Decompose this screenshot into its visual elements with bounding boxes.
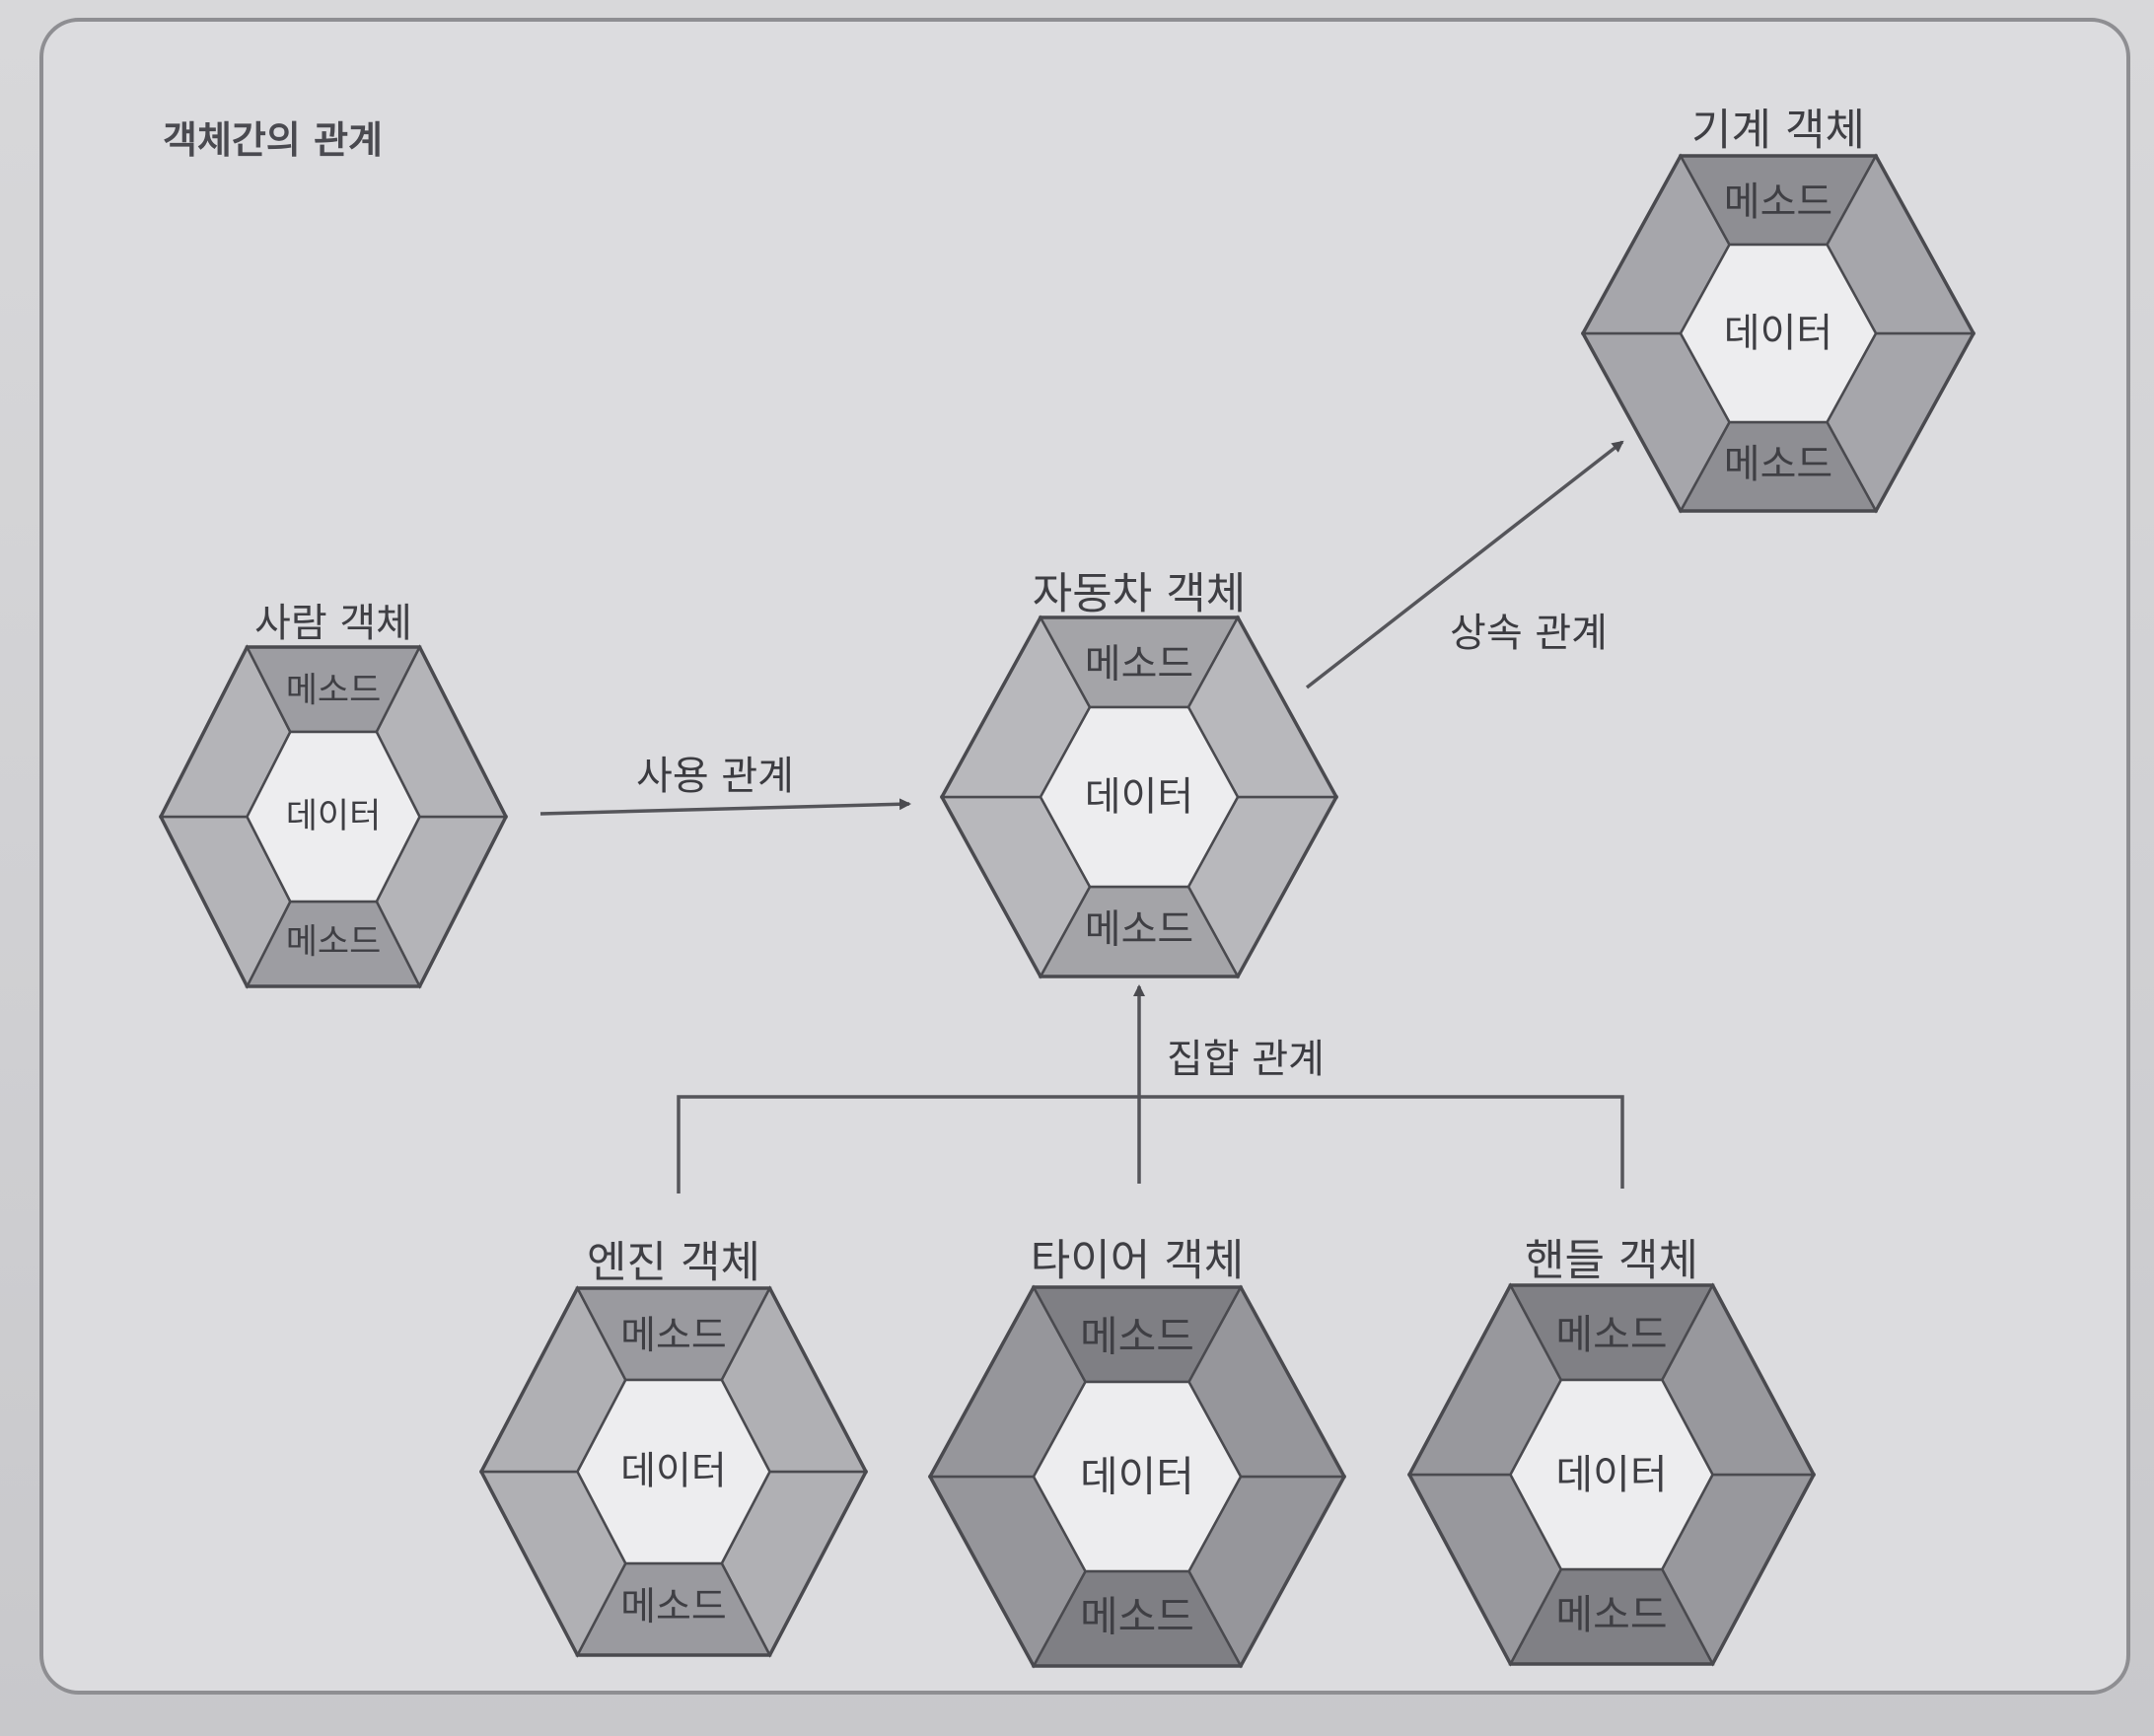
car-bottom-method-label: 메소드 <box>1085 907 1193 953</box>
handle-bottom-method-label: 메소드 <box>1555 1591 1667 1638</box>
machine-top-method-label: 메소드 <box>1724 180 1832 225</box>
car-top-method-label: 메소드 <box>1085 641 1193 687</box>
engine-outline <box>479 1286 868 1657</box>
handle-title: 핸들 객체 <box>1525 1236 1698 1286</box>
tire-data-core <box>1032 1380 1243 1573</box>
tire-outline <box>928 1285 1346 1668</box>
machine-bottom-method-label: 메소드 <box>1724 442 1832 487</box>
tire-title: 타이어 객체 <box>1031 1236 1244 1286</box>
handle-outline <box>1407 1283 1816 1666</box>
tire-data-label: 데이터 <box>1080 1453 1194 1501</box>
engine-title: 엔진 객체 <box>587 1238 760 1288</box>
engine-data-label: 데이터 <box>620 1450 727 1494</box>
handle-data-core <box>1509 1378 1714 1571</box>
engine-top-method-label: 메소드 <box>620 1314 727 1358</box>
tire-top-method-label: 메소드 <box>1080 1312 1194 1360</box>
inheritance-relation-label: 상속 관계 <box>1450 611 1608 656</box>
person-top-method-label: 메소드 <box>286 672 382 711</box>
person-data-core <box>246 730 421 904</box>
car-data-label: 데이터 <box>1085 774 1193 820</box>
car-data-core <box>1039 705 1240 889</box>
machine-title: 기계 객체 <box>1691 106 1865 156</box>
engine-data-core <box>576 1378 771 1565</box>
person-outline <box>159 645 508 988</box>
car-title: 자동차 객체 <box>1033 569 1246 619</box>
machine-outline <box>1581 154 1975 513</box>
handle-data-label: 데이터 <box>1555 1451 1667 1498</box>
use-relation-label: 사용 관계 <box>636 754 794 799</box>
person-title: 사람 객체 <box>254 601 412 646</box>
car-outline <box>940 615 1338 978</box>
inheritance-relation-arrow <box>1305 440 1624 689</box>
person-bottom-method-label: 메소드 <box>286 922 382 962</box>
use-relation-arrow <box>539 798 911 816</box>
engine-bottom-method-label: 메소드 <box>620 1585 727 1629</box>
machine-data-label: 데이터 <box>1724 311 1832 356</box>
aggregation-relation-label: 집합 관계 <box>1167 1037 1325 1082</box>
machine-data-core <box>1679 243 1878 424</box>
frame-title: 객체간의 관계 <box>163 118 383 162</box>
handle-top-method-label: 메소드 <box>1555 1311 1667 1358</box>
tire-bottom-method-label: 메소드 <box>1080 1593 1194 1641</box>
person-data-label: 데이터 <box>286 797 382 836</box>
aggregation-bracket <box>677 1095 1624 1194</box>
